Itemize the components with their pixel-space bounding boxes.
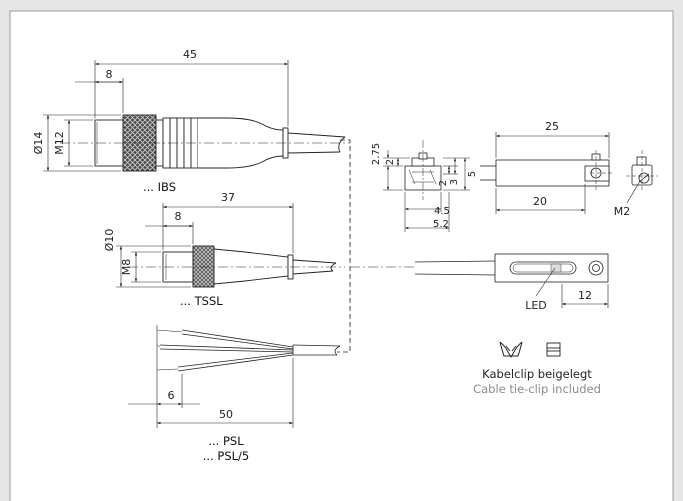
ibs-thread-dim: M12 bbox=[53, 131, 66, 155]
sensor-end-view bbox=[626, 150, 658, 204]
variant-connection-line bbox=[337, 139, 351, 353]
tssl-nut-dim: 8 bbox=[175, 210, 182, 223]
tssl-length-dim: 37 bbox=[221, 191, 235, 204]
sensor-clamp-dim: 20 bbox=[533, 195, 547, 208]
sensor-cross-section-dims bbox=[383, 150, 470, 232]
cable-clip-top-icon bbox=[546, 342, 561, 357]
psl-cable bbox=[156, 329, 341, 372]
cable-clip-icon bbox=[499, 341, 523, 358]
sensor-front-view-dims bbox=[561, 284, 609, 308]
section-dim-2-inner: 2 bbox=[438, 180, 449, 186]
section-dim-2-75: 2.75 bbox=[371, 143, 382, 165]
psl-strip-dim: 6 bbox=[168, 389, 175, 402]
clip-note-german: Kabelclip beigelegt bbox=[482, 367, 592, 381]
psl-label: ... PSL bbox=[208, 434, 244, 448]
led-window bbox=[550, 263, 562, 273]
sensor-cross-section bbox=[404, 140, 442, 200]
ibs-label: ... IBS bbox=[143, 180, 176, 194]
tssl-dimensions bbox=[116, 203, 294, 288]
tssl-thread-dim: M8 bbox=[120, 259, 133, 276]
section-dim-2-top: 2 bbox=[385, 159, 396, 165]
sensor-end-dim: 12 bbox=[578, 289, 592, 302]
ibs-dimensions bbox=[43, 60, 289, 172]
ibs-nut-dim: 8 bbox=[106, 68, 113, 81]
ibs-length-dim: 45 bbox=[183, 48, 197, 61]
led-label: LED bbox=[525, 299, 547, 312]
tssl-connector bbox=[128, 245, 345, 288]
sensor-front-view bbox=[414, 253, 609, 297]
tssl-outer-dim: Ø10 bbox=[103, 229, 116, 252]
clip-note-english: Cable tie-clip included bbox=[473, 382, 601, 396]
tssl-label: ... TSSL bbox=[180, 294, 223, 308]
section-dim-5: 5 bbox=[467, 171, 478, 177]
sensor-top-view bbox=[480, 150, 612, 190]
section-dim-5-2: 5.2 bbox=[433, 219, 449, 230]
sensor-top-view-dims bbox=[495, 132, 610, 214]
psl-length-dim: 50 bbox=[219, 408, 233, 421]
ibs-connector bbox=[60, 114, 350, 172]
screw-label: M2 bbox=[614, 205, 631, 218]
section-dim-4-5: 4.5 bbox=[434, 206, 450, 217]
psl-dimensions bbox=[128, 325, 294, 428]
sensor-length-dim: 25 bbox=[545, 120, 559, 133]
psl5-label: ... PSL/5 bbox=[203, 449, 249, 463]
section-dim-3: 3 bbox=[449, 179, 460, 185]
ibs-outer-dim: Ø14 bbox=[32, 132, 45, 155]
